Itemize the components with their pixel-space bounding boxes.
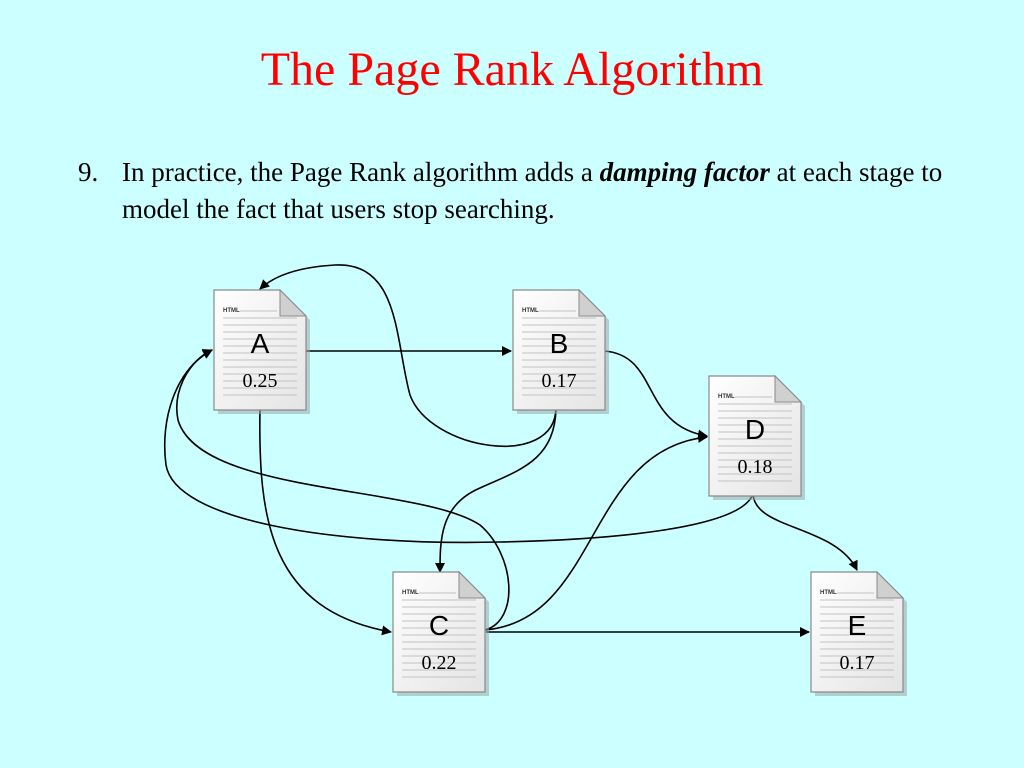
- bullet-text-start: In practice, the Page Rank algorithm add…: [122, 157, 600, 187]
- page-fold-corner: [876, 570, 905, 599]
- document-page-icon: [512, 289, 606, 411]
- page-html-tag: HTML: [223, 308, 240, 314]
- page-fold-corner: [458, 570, 487, 599]
- node-label-a: A: [251, 328, 270, 359]
- link-arrow-d-to-e: [752, 493, 858, 571]
- node-rank-e: 0.17: [840, 652, 875, 674]
- bullet-point: 9. In practice, the Page Rank algorithm …: [78, 154, 958, 228]
- link-arrow-c-to-d: [484, 432, 708, 631]
- page-node-d: HTML D 0.18: [708, 374, 805, 500]
- bullet-text: In practice, the Page Rank algorithm add…: [122, 154, 958, 228]
- node-rank-b: 0.17: [542, 370, 577, 392]
- node-rank-d: 0.18: [738, 456, 773, 478]
- link-arrow-c-to-a: [176, 349, 510, 631]
- page-html-tag: HTML: [522, 308, 539, 314]
- page-fold-corner: [279, 288, 308, 317]
- page-html-tag: HTML: [402, 590, 419, 596]
- bullet-emphasis: damping factor: [599, 157, 770, 187]
- page-node-b: HTML B 0.17: [512, 288, 609, 414]
- node-rank-a: 0.25: [243, 370, 278, 392]
- node-label-d: D: [745, 414, 765, 445]
- bullet-text-end: at each stage to model the fact that use…: [122, 157, 943, 224]
- page-node-a: HTML A 0.25: [213, 288, 310, 414]
- link-arrow-b-to-d: [603, 350, 708, 440]
- bullet-number: 9.: [78, 157, 99, 187]
- page-html-tag: HTML: [718, 394, 735, 400]
- document-page-icon: [810, 571, 904, 693]
- page-fold-corner: [774, 374, 803, 403]
- node-label-c: C: [429, 610, 449, 641]
- node-label-b: B: [550, 328, 569, 359]
- link-arrow-a-to-c: [259, 407, 392, 636]
- link-arrow-b-to-c: [435, 407, 557, 573]
- page-html-tag: HTML: [820, 590, 837, 596]
- document-page-icon: [392, 571, 486, 693]
- link-arrow-d-to-a: [163, 349, 754, 544]
- page-node-e: HTML E 0.17: [810, 570, 907, 696]
- slide-title: The Page Rank Algorithm: [260, 43, 764, 96]
- page-nodes: HTMLA0.25HTMLB0.17HTMLC0.22HTMLD0.18HTML…: [213, 288, 907, 696]
- link-arrows: [163, 264, 858, 637]
- document-page-icon: [708, 375, 802, 497]
- page-node-c: HTML C 0.22: [392, 570, 489, 696]
- node-rank-c: 0.22: [422, 652, 457, 674]
- node-label-e: E: [848, 610, 867, 641]
- link-arrow-b-to-a: [259, 264, 557, 448]
- document-page-icon: [213, 289, 307, 411]
- page-fold-corner: [578, 288, 607, 317]
